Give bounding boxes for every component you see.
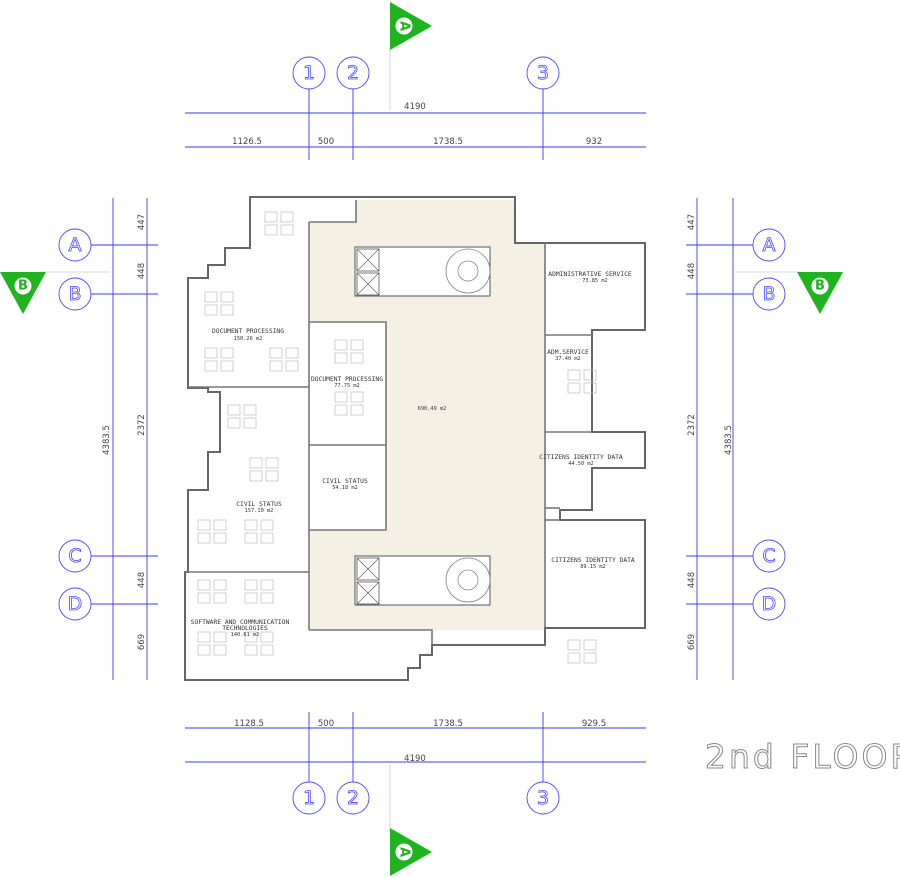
dim-top-seg: 932 — [586, 137, 602, 147]
dim-bottom-seg: 1128.5 — [234, 719, 264, 729]
furniture — [197, 211, 597, 664]
bottom-dimensions: 4190 1128.5 500 1738.5 929.5 — [185, 712, 646, 830]
dim-top-seg: 1126.5 — [232, 137, 262, 147]
exterior-wall — [184, 196, 646, 681]
grid-bubble-3: 3 — [537, 787, 549, 809]
desk-cluster — [204, 291, 234, 316]
room-name: SOFTWARE AND COMMUNICATION — [191, 619, 290, 626]
dim-right-seg: 447 — [687, 214, 697, 230]
dim-left-seg: 669 — [137, 634, 147, 650]
lobby-area — [309, 200, 545, 630]
section-marker-bottom: A — [390, 828, 432, 876]
grid-bubble-C: C — [68, 545, 81, 567]
room-name: CIVIL STATUS — [322, 478, 368, 485]
section-label: A — [397, 21, 412, 31]
room-area: 44.50 m2 — [568, 461, 594, 467]
desk-cluster — [204, 347, 234, 372]
desk-cluster — [227, 404, 257, 429]
room-area: 77.75 m2 — [334, 383, 360, 389]
dim-bottom-seg: 1738.5 — [433, 719, 463, 729]
room-labels: DOCUMENT PROCESSING 150.26 m2 DOCUMENT P… — [191, 271, 635, 638]
bottom-grid-bubbles: 1 2 3 — [292, 781, 560, 815]
grid-bubble-1: 1 — [303, 787, 315, 809]
right-dimensions: 447 448 2372 448 669 4383.5 A B C D — [686, 198, 800, 680]
dim-left-seg: 2372 — [137, 414, 147, 436]
section-marker-top: A — [390, 2, 432, 50]
stair-elevator-core-top — [354, 246, 491, 297]
grid-bubble-A: A — [763, 234, 776, 256]
room-name: ADMINISTRATIVE SERVICE — [548, 271, 632, 278]
room-name: TECHNOLOGIES — [222, 625, 268, 632]
room-area: 690.49 m2 — [418, 406, 447, 412]
grid-bubble-2: 2 — [347, 787, 359, 809]
grid-bubble-A: A — [69, 234, 82, 256]
dim-right-seg: 448 — [687, 263, 697, 279]
room-name: CIVIL STATUS — [236, 501, 282, 508]
dim-right-seg: 2372 — [687, 414, 697, 436]
dim-right-seg: 448 — [687, 572, 697, 588]
stair-elevator-core-bottom — [354, 555, 491, 606]
dim-left-seg: 448 — [137, 263, 147, 279]
room-area: 73.85 m2 — [582, 278, 608, 284]
room-area: 54.18 m2 — [332, 485, 358, 491]
room-name: DOCUMENT PROCESSING — [212, 328, 284, 335]
desk-cluster — [269, 347, 299, 372]
section-marker-right: B — [797, 272, 843, 314]
section-marker-left: B — [0, 272, 46, 314]
grid-bubble-3: 3 — [537, 62, 549, 84]
desk-cluster — [244, 579, 274, 604]
room-area: 89.15 m2 — [580, 564, 606, 570]
room-area: 140.61 m2 — [231, 632, 260, 638]
grid-bubble-B: B — [68, 283, 81, 305]
room-name: CITIZENS IDENTITY DATA — [539, 454, 623, 461]
section-label: B — [815, 279, 825, 294]
dim-top-seg: 500 — [318, 137, 334, 147]
room-area: 157.10 m2 — [245, 508, 274, 514]
dim-right-seg: 669 — [687, 634, 697, 650]
building — [184, 196, 646, 681]
desk-cluster — [197, 519, 227, 544]
room-name: DOCUMENT PROCESSING — [311, 376, 383, 383]
dim-left-seg: 447 — [137, 214, 147, 230]
floor-title: 2nd FLOOR — [705, 737, 900, 776]
section-label: A — [397, 847, 412, 857]
desk-cluster — [567, 369, 597, 394]
desk-cluster — [334, 339, 364, 364]
grid-bubble-1: 1 — [303, 62, 315, 84]
dim-top-total: 4190 — [404, 102, 426, 112]
room-name: CITIZENS IDENTITY DATA — [551, 557, 635, 564]
grid-bubble-C: C — [762, 545, 775, 567]
desk-cluster — [244, 519, 274, 544]
grid-bubble-B: B — [762, 283, 775, 305]
dim-bottom-seg: 500 — [318, 719, 334, 729]
dim-left-seg: 448 — [137, 572, 147, 588]
section-label: B — [18, 279, 28, 294]
top-grid-bubbles: 1 2 3 — [292, 56, 560, 90]
desk-cluster — [197, 631, 227, 656]
desk-cluster — [334, 391, 364, 416]
dim-left-total: 4383.5 — [102, 425, 112, 455]
desk-cluster — [567, 639, 597, 664]
room-area: 37.40 m2 — [555, 356, 581, 362]
grid-bubble-2: 2 — [347, 62, 359, 84]
dim-top-seg: 1738.5 — [433, 137, 463, 147]
dim-right-total: 4383.5 — [724, 425, 734, 455]
dim-bottom-total: 4190 — [404, 754, 426, 764]
desk-cluster — [249, 457, 279, 482]
desk-cluster — [244, 631, 274, 656]
room-name: ADM.SERVICE — [547, 349, 589, 356]
desk-cluster — [264, 211, 294, 236]
grid-bubble-D: D — [762, 593, 777, 615]
desk-cluster — [197, 579, 227, 604]
left-dimensions: 4383.5 447 448 2372 448 669 A B C D — [40, 198, 158, 680]
room-area: 150.26 m2 — [234, 336, 263, 342]
dim-bottom-seg: 929.5 — [582, 719, 606, 729]
grid-bubble-D: D — [68, 593, 83, 615]
top-dimensions: 4190 1126.5 500 1738.5 932 — [185, 48, 646, 160]
